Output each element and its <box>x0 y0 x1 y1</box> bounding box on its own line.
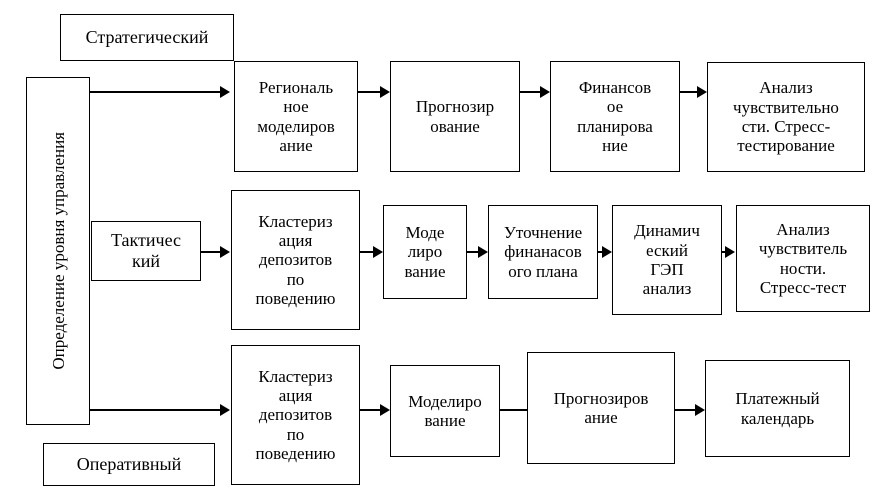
row2-step-2: Моде лиро вание <box>383 205 467 299</box>
arrowhead-row2-3-4 <box>602 246 612 258</box>
connector-row2-4-5 <box>722 251 726 253</box>
connector-row2-1-2 <box>360 251 373 253</box>
arrowhead-row2-2-3 <box>478 246 488 258</box>
row2-step-3: Уточнение финанасов ого плана <box>488 205 598 299</box>
row3-step-1: Кластериз ация депозитов по поведению <box>231 345 360 485</box>
row1-step-1: Региональ ное моделиров ание <box>234 61 358 172</box>
connector-row3-2-3 <box>500 409 527 411</box>
arrowhead-row2-4-5 <box>725 246 735 258</box>
arrowhead-tactical-to-row2 <box>220 246 230 258</box>
row3-step-2: Моделиро вание <box>390 365 500 457</box>
row1-step-3: Финансов ое планирова ние <box>550 61 680 172</box>
connector-row2-3-4 <box>598 251 603 253</box>
connector-row3-1-2 <box>360 409 380 411</box>
arrowhead-spine-to-row3 <box>220 404 230 416</box>
connector-tactical-label-to-row2 <box>201 251 220 253</box>
row3-step-4: Платежный календарь <box>705 360 850 457</box>
connector-row1-1-2 <box>358 91 380 93</box>
connector-row1-3-4 <box>680 91 697 93</box>
management-level-selector: Определение уровня управления <box>26 77 90 425</box>
row1-step-4: Анализ чувствительно сти. Стресс- тестир… <box>707 62 865 172</box>
management-level-label: Определение уровня управления <box>48 132 68 370</box>
row2-step-1: Кластериз ация депозитов по поведению <box>231 190 360 330</box>
arrowhead-row2-1-2 <box>373 246 383 258</box>
arrowhead-row1-2-3 <box>540 86 550 98</box>
arrowhead-spine-to-row1 <box>220 86 230 98</box>
arrowhead-row3-1-2 <box>380 404 390 416</box>
row2-step-5: Анализ чувствитель ности. Стресс-тест <box>736 205 870 312</box>
connector-row1-2-3 <box>520 91 540 93</box>
row1-step-2: Прогнозир ование <box>390 61 520 172</box>
connector-row2-2-3 <box>467 251 478 253</box>
row2-step-4: Динамич еский ГЭП анализ <box>612 205 722 315</box>
connector-spine-to-row3 <box>90 409 220 411</box>
arrowhead-row1-3-4 <box>697 86 707 98</box>
connector-spine-to-row1 <box>90 91 220 93</box>
level-label-strategic: Стратегический <box>60 14 234 61</box>
row3-step-3: Прогнозиров ание <box>527 352 675 464</box>
connector-row3-3-4 <box>675 409 695 411</box>
level-label-operational: Оперативный <box>43 443 215 486</box>
arrowhead-row1-1-2 <box>380 86 390 98</box>
arrowhead-row3-3-4 <box>695 404 705 416</box>
level-label-tactical: Тактичес кий <box>91 221 201 281</box>
